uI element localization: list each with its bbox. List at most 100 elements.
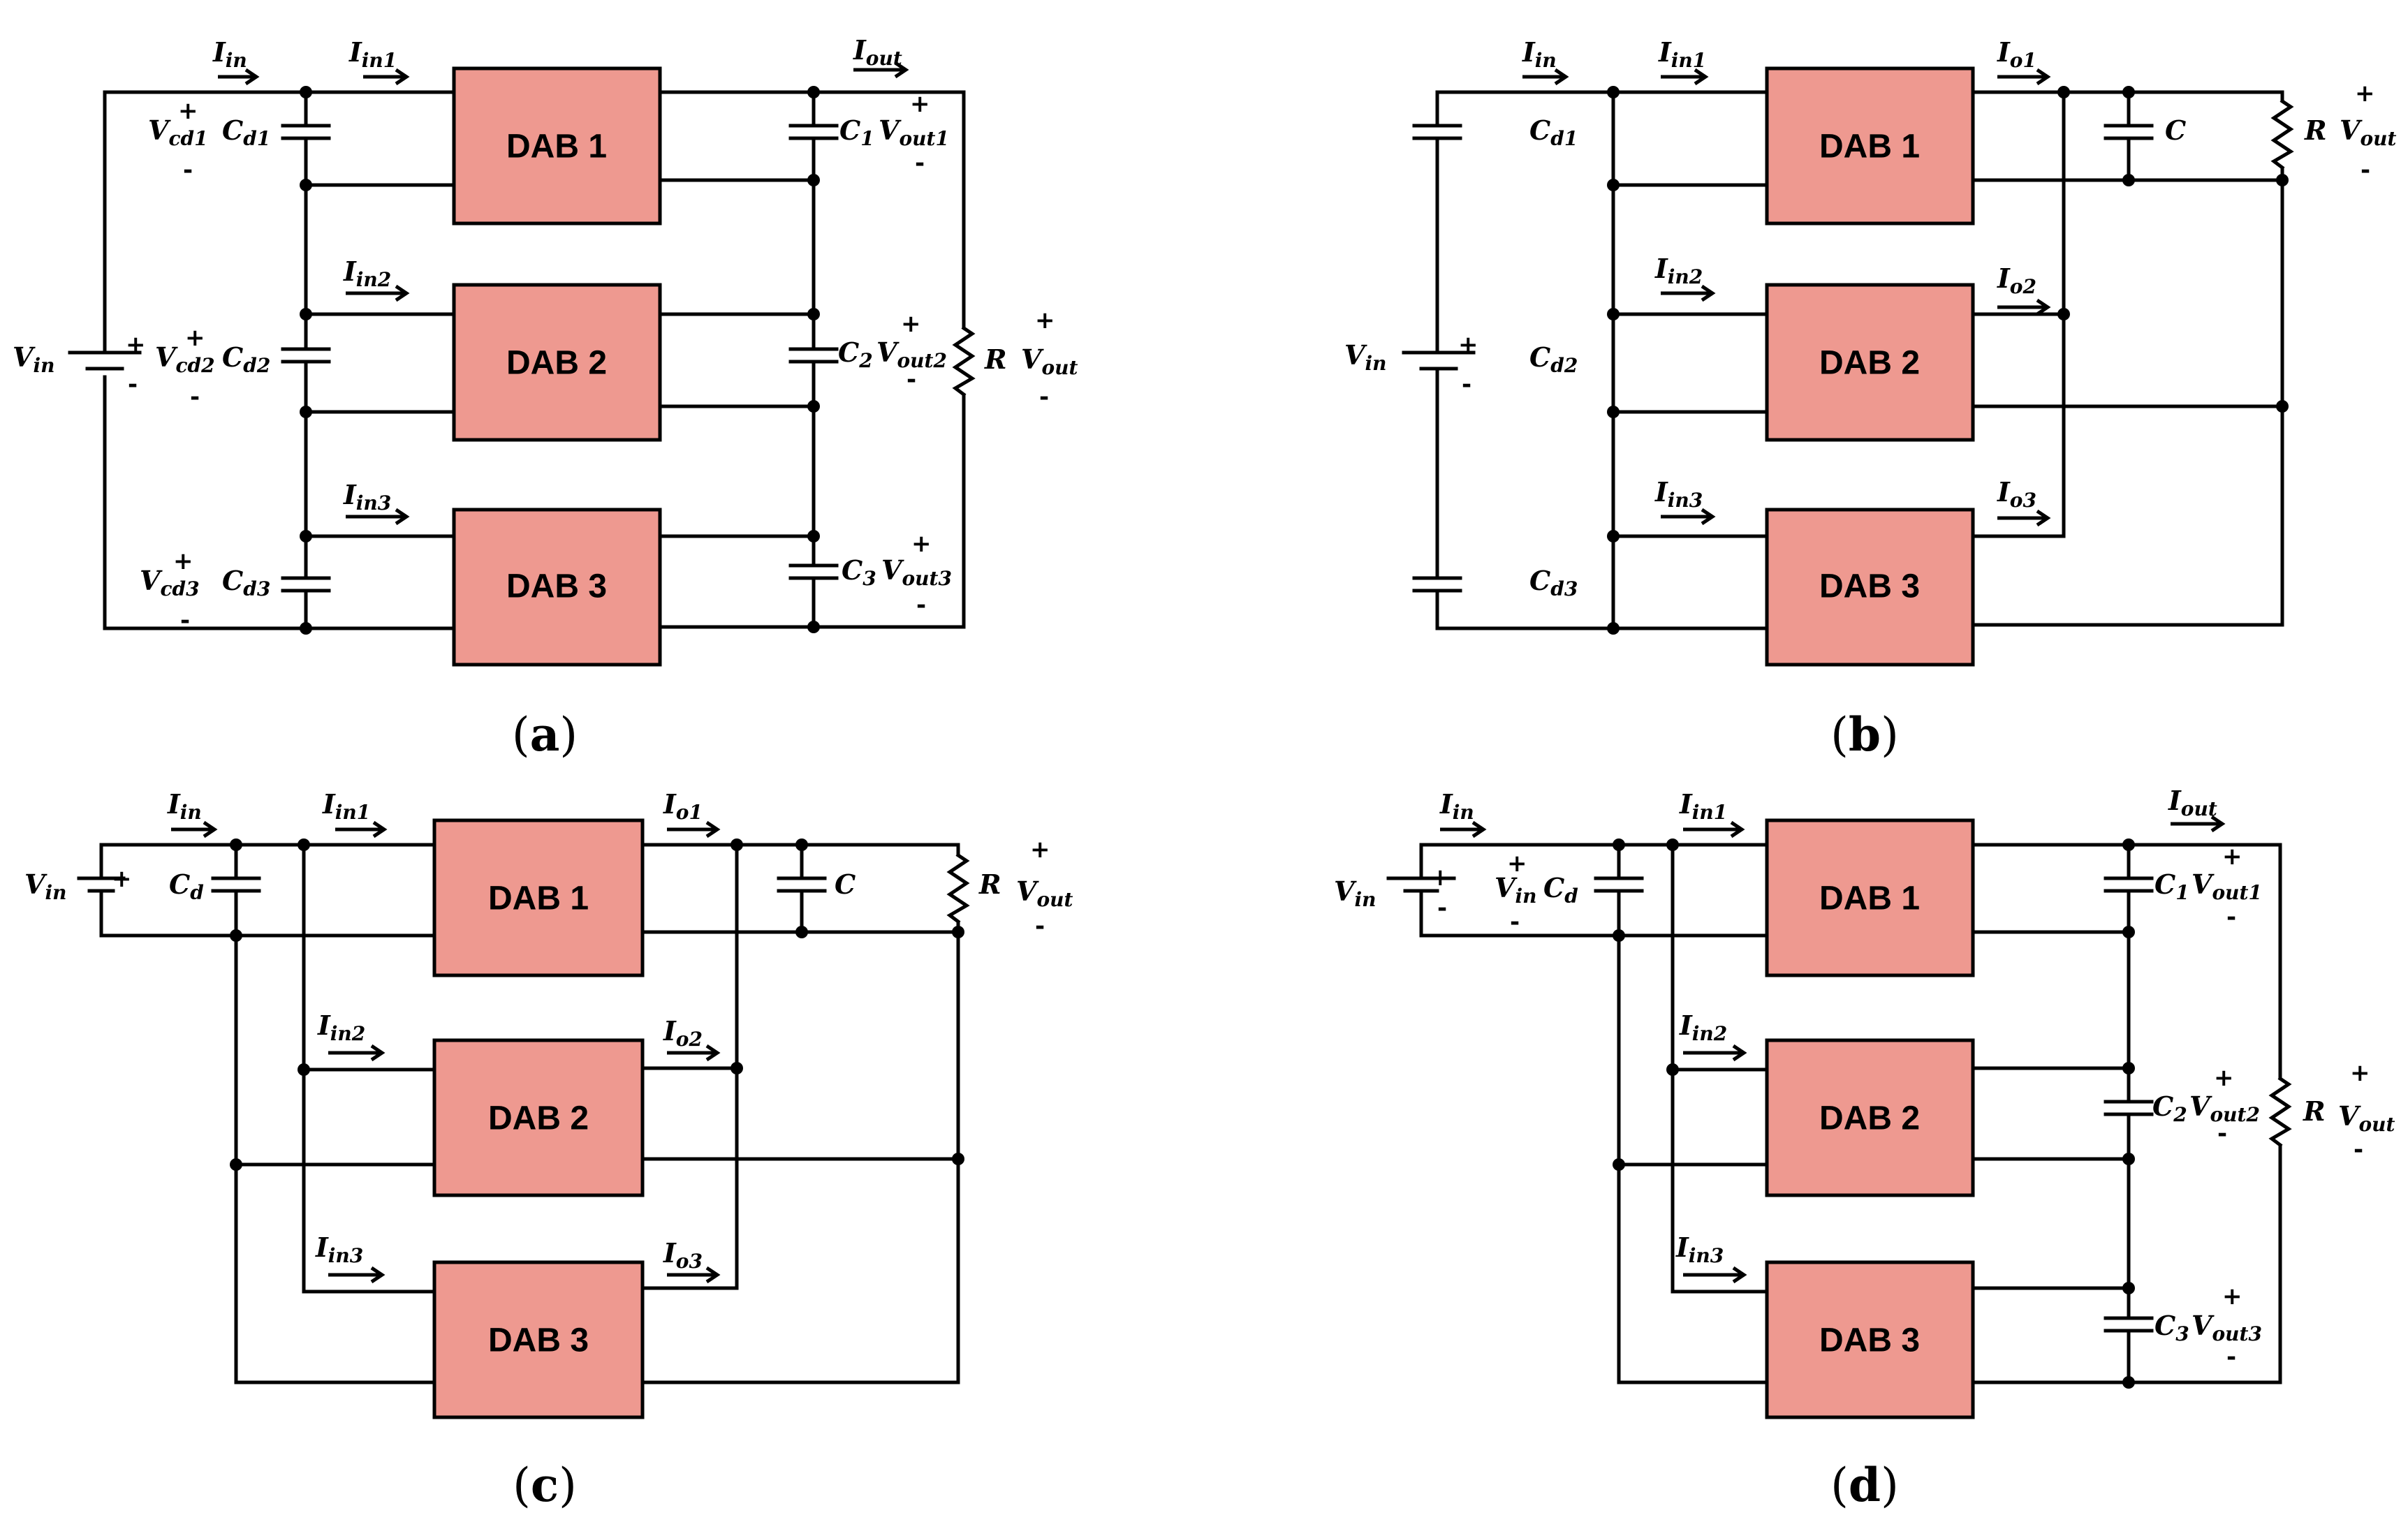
panel-a-blocks: DAB 1 DAB 2 DAB 3 — [452, 66, 662, 667]
svg-text:Vin: Vin — [1344, 339, 1386, 375]
svg-text:-: - — [190, 383, 200, 411]
dab-block — [432, 818, 645, 977]
svg-text:-: - — [1035, 913, 1045, 940]
svg-text:Iin: Iin — [1439, 788, 1474, 824]
svg-text:Iin2: Iin2 — [317, 1010, 365, 1045]
svg-text:Vin: Vin — [13, 341, 54, 377]
svg-text:+: + — [2214, 1064, 2234, 1092]
svg-text:-: - — [915, 149, 925, 177]
svg-text:Vout: Vout — [2340, 114, 2397, 150]
svg-text:+: + — [178, 97, 198, 125]
panel-a-resistor — [950, 325, 978, 397]
svg-text:Iout: Iout — [2168, 785, 2217, 820]
dab-block — [432, 1038, 645, 1197]
dab-label: DAB 2 — [488, 1100, 589, 1137]
panel-c-labels: Iin Iin1 Iin2 Iin3 Io1 Io2 Io3 Vin + Cd … — [24, 788, 1073, 1273]
svg-text:Iout: Iout — [853, 34, 902, 70]
svg-text:-: - — [183, 156, 193, 184]
svg-text:Io3: Io3 — [1997, 476, 2036, 512]
svg-text:+: + — [2355, 80, 2375, 108]
svg-text:Iin2: Iin2 — [1679, 1010, 1727, 1045]
panel-c-resistor — [944, 852, 972, 924]
svg-text:+: + — [910, 90, 930, 118]
panel-c-current-arrows — [171, 820, 721, 1284]
svg-text:Vout: Vout — [1016, 875, 1073, 911]
dab-block — [1765, 66, 1975, 226]
svg-text:Vin: Vin — [24, 869, 66, 904]
dab-label: DAB 1 — [488, 880, 589, 917]
svg-text:Io3: Io3 — [663, 1237, 703, 1273]
svg-text:Vout2: Vout2 — [876, 337, 947, 372]
svg-text:Vcd2: Vcd2 — [155, 341, 215, 377]
svg-text:R: R — [984, 343, 1007, 375]
panel-b-resistor — [2268, 98, 2296, 170]
svg-text:C: C — [2165, 114, 2186, 146]
svg-text:Vout: Vout — [2338, 1100, 2395, 1136]
svg-text:C2: C2 — [2152, 1091, 2187, 1126]
svg-text:+: + — [185, 324, 205, 352]
svg-text:Vout3: Vout3 — [881, 554, 952, 590]
dab-label: DAB 1 — [1819, 880, 1920, 917]
panel-a-output-capacitors — [788, 124, 839, 580]
svg-text:Iin: Iin — [167, 788, 202, 824]
svg-text:Vout2: Vout2 — [2189, 1091, 2260, 1126]
panel-d: DAB 1 DAB 2 DAB 3 Iin Iin1 Iin2 Iin3 Iou… — [1334, 785, 2395, 1512]
svg-text:+: + — [1507, 850, 1527, 878]
svg-text:Cd1: Cd1 — [222, 114, 270, 150]
dab-label: DAB 3 — [1819, 1322, 1920, 1359]
svg-text:Iin3: Iin3 — [315, 1232, 363, 1267]
panel-c: DAB 1 DAB 2 DAB 3 Iin Iin1 Iin2 Iin3 Io1… — [24, 788, 1073, 1512]
panel-b-battery — [1402, 333, 1476, 393]
svg-text:Io2: Io2 — [663, 1015, 703, 1051]
svg-text:R: R — [2303, 1095, 2326, 1127]
svg-text:C: C — [835, 869, 856, 900]
dab-block — [1765, 1038, 1975, 1197]
svg-text:-: - — [2217, 1120, 2227, 1148]
dab-label: DAB 2 — [506, 345, 607, 382]
svg-text:Io1: Io1 — [1997, 36, 2036, 72]
svg-text:Cd1: Cd1 — [1529, 114, 1578, 150]
svg-text:-: - — [916, 591, 926, 619]
svg-text:-: - — [128, 371, 138, 399]
svg-text:+: + — [2222, 1283, 2242, 1310]
dab-block — [1765, 1260, 1975, 1419]
panel-a-current-arrows — [218, 61, 909, 526]
svg-text:Iin: Iin — [212, 36, 247, 72]
panel-d-current-arrows — [1440, 815, 2226, 1284]
panel-c-blocks: DAB 1 DAB 2 DAB 3 — [432, 818, 645, 1419]
dab-block — [452, 283, 662, 442]
panel-d-capacitors — [1594, 876, 2154, 1333]
svg-text:-: - — [2361, 156, 2370, 184]
svg-text:+: + — [2350, 1059, 2370, 1087]
svg-text:C2: C2 — [838, 337, 873, 372]
svg-text:+: + — [1430, 864, 1451, 892]
svg-text:-: - — [2226, 1343, 2236, 1371]
dab-label: DAB 1 — [1819, 128, 1920, 165]
svg-text:Cd3: Cd3 — [1529, 565, 1578, 600]
svg-text:Vout1: Vout1 — [2192, 869, 2262, 904]
svg-text:Io2: Io2 — [1997, 263, 2036, 298]
svg-text:Vin: Vin — [1495, 872, 1536, 908]
svg-text:Iin1: Iin1 — [322, 788, 370, 824]
svg-text:Iin3: Iin3 — [1654, 476, 1703, 512]
dab-block — [432, 1260, 645, 1419]
svg-text:+: + — [173, 547, 193, 575]
svg-text:C1: C1 — [839, 114, 874, 150]
panel-b-dots — [1607, 86, 2289, 635]
dab-label: DAB 3 — [506, 568, 607, 605]
svg-text:+: + — [112, 865, 132, 893]
svg-text:-: - — [2354, 1136, 2363, 1164]
panel-d-battery — [1386, 865, 1456, 910]
panel-b-current-arrows — [1522, 68, 2051, 527]
svg-text:+: + — [911, 530, 932, 558]
panel-a-labels: Iin Iin1 Iin2 Iin3 Iout Vin + - Vcd1 + -… — [13, 34, 1078, 635]
svg-text:Cd2: Cd2 — [1529, 341, 1578, 377]
svg-text:Cd: Cd — [1543, 872, 1578, 908]
panel-d-labels: Iin Iin1 Iin2 Iin3 Iout Vin + - Vin + - … — [1334, 785, 2395, 1371]
dab-block — [452, 508, 662, 667]
svg-text:R: R — [2304, 114, 2327, 146]
panel-b-labels: Iin Iin1 Iin2 Iin3 Io1 Io2 Io3 Vin + - C… — [1344, 36, 2397, 600]
svg-text:-: - — [1039, 383, 1049, 411]
svg-text:Iin1: Iin1 — [348, 36, 397, 72]
dab-label: DAB 2 — [1819, 345, 1920, 382]
